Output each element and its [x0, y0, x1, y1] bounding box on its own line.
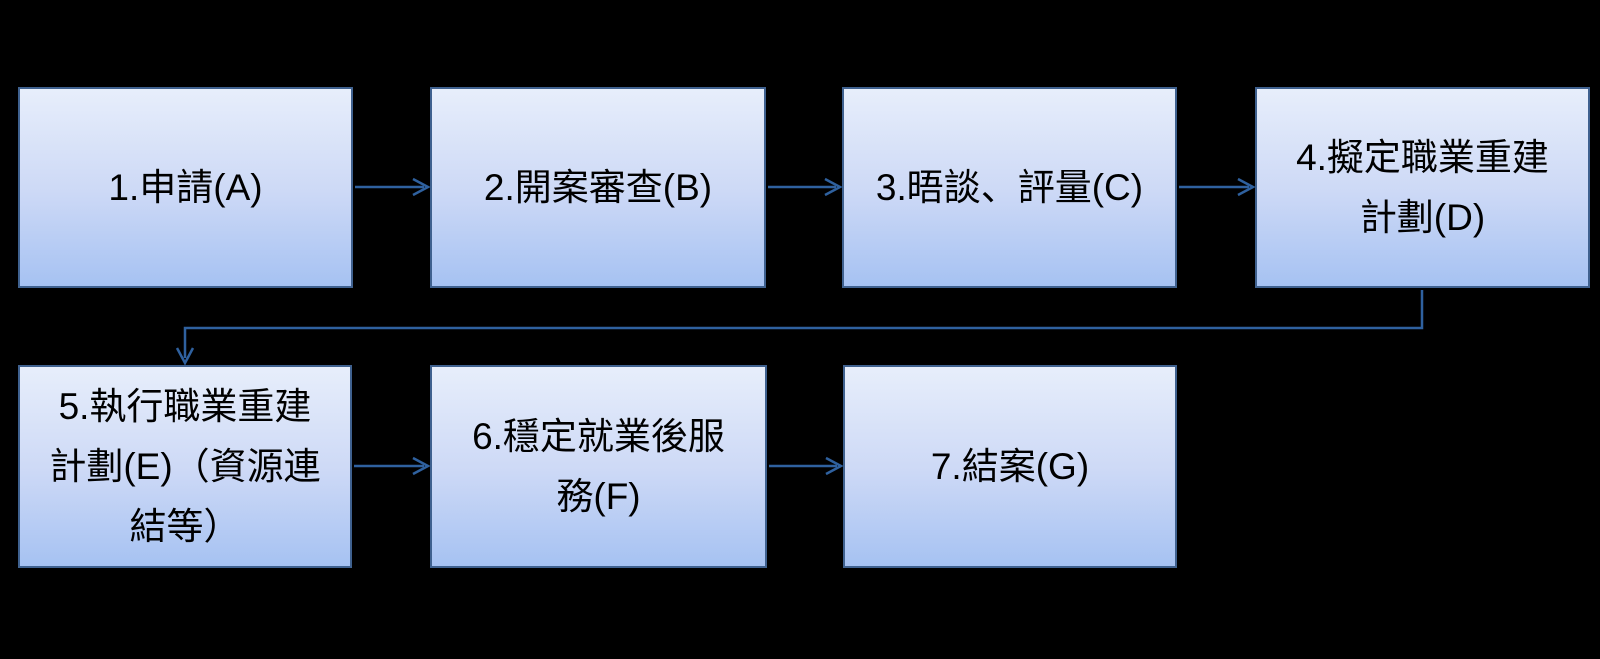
flow-box-7-close-case: 7.結案(G) [843, 365, 1177, 568]
box-label-line: 務(F) [556, 475, 641, 517]
box-label-line: 計劃(E)（資源連 [49, 445, 321, 487]
arrow-1-2-head-icon [412, 177, 431, 197]
elbow-connector-4-5-head-icon [175, 347, 195, 366]
box-label-line: 5.執行職業重建 [58, 385, 312, 427]
box-label-line: 3.晤談、評量(C) [875, 166, 1144, 208]
box-label-line: 2.開案審查(B) [483, 166, 713, 208]
flow-box-4-draft-plan: 4.擬定職業重建 計劃(D) [1255, 87, 1590, 288]
flow-box-3-interview-assessment: 3.晤談、評量(C) [842, 87, 1177, 288]
box-label-line: 6.穩定就業後服 [472, 415, 725, 457]
box-label-line: 1.申請(A) [108, 166, 263, 208]
arrow-2-3-head-icon [824, 177, 843, 197]
box-label-line: 4.擬定職業重建 [1296, 136, 1549, 178]
box-label-line: 結等） [129, 505, 241, 547]
flow-box-6-post-employment-service: 6.穩定就業後服 務(F) [430, 365, 767, 568]
elbow-connector-4-5-line [183, 290, 1424, 358]
arrow-5-6-head-icon [412, 456, 431, 476]
arrow-3-4-head-icon [1237, 177, 1256, 197]
flow-box-5-execute-plan: 5.執行職業重建 計劃(E)（資源連 結等） [18, 365, 352, 568]
flow-box-1-apply: 1.申請(A) [18, 87, 353, 288]
box-label-line: 計劃(D) [1359, 196, 1486, 238]
arrow-6-7-head-icon [825, 456, 844, 476]
flow-box-2-case-review: 2.開案審查(B) [430, 87, 766, 288]
box-label-line: 7.結案(G) [930, 445, 1090, 487]
